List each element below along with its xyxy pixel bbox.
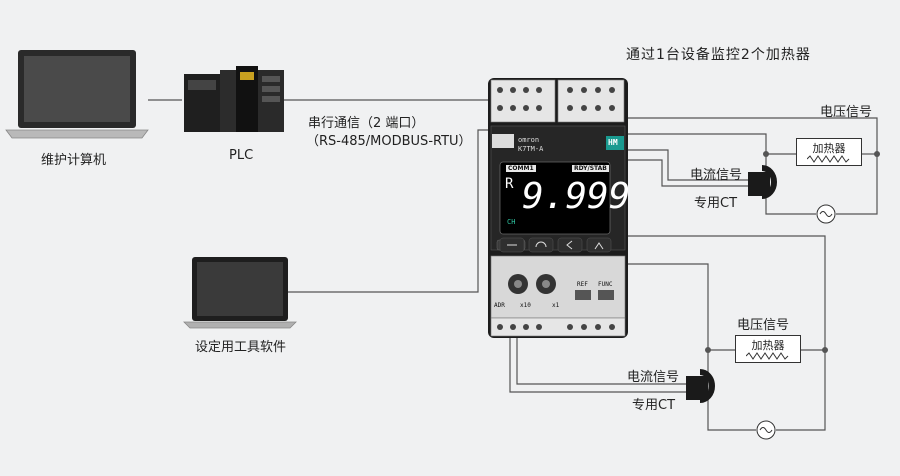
lcd-tag-rdy: RDY/STAB xyxy=(572,165,609,172)
ac-source-2-icon xyxy=(756,420,776,440)
x10-label: x10 xyxy=(520,302,531,309)
maintenance-pc-label: 维护计算机 xyxy=(41,153,107,168)
heater-1-box: 加热器 xyxy=(796,138,862,166)
k7tm-device xyxy=(488,78,628,338)
setup-pc-label: 设定用工具软件 xyxy=(195,340,287,355)
heater-1-ct-label: 专用CT xyxy=(694,196,738,211)
maintenance-pc-icon xyxy=(5,50,149,139)
heater-1-voltage-label: 电压信号 xyxy=(820,105,873,120)
device-brand: omron xyxy=(518,136,540,144)
lcd-tag-comm1: COMM1 xyxy=(506,165,536,172)
adr-label: ADR xyxy=(494,302,505,309)
ac-source-1-icon xyxy=(816,204,836,224)
ref-label: REF xyxy=(577,281,588,288)
heater-2-box: 加热器 xyxy=(735,335,801,363)
x1-label: x1 xyxy=(552,302,560,309)
heater-2-current-label: 电流信号 xyxy=(627,370,680,385)
ct-2-icon xyxy=(686,369,715,403)
lcd-value: 9.999 xyxy=(522,176,631,217)
plc-label: PLC xyxy=(229,148,254,163)
func-label: FUNC xyxy=(598,281,613,288)
heater-2-ct-label: 专用CT xyxy=(632,398,676,413)
comm-line-bottom xyxy=(288,129,490,293)
plc-icon xyxy=(184,66,284,132)
heater-2-nodes xyxy=(705,347,828,353)
heater-2-name: 加热器 xyxy=(751,339,785,352)
heater-1-current-label: 电流信号 xyxy=(690,168,743,183)
heater-1-coil-icon xyxy=(807,155,850,163)
heater-1-wiring xyxy=(628,117,878,215)
heater-1-nodes xyxy=(763,151,880,157)
diagram-title: 通过1台设备监控2个加热器 xyxy=(626,47,811,63)
heater-2-voltage-label: 电压信号 xyxy=(737,318,790,333)
lcd-ch: CH xyxy=(507,218,516,226)
heater-1-name: 加热器 xyxy=(812,142,846,155)
comm-label-line1: 串行通信（2 端口） xyxy=(308,116,425,131)
device-model: K7TM-A xyxy=(518,145,544,153)
device-badge: HM xyxy=(608,138,618,147)
setup-pc-icon xyxy=(183,257,297,329)
ct-1-icon xyxy=(748,165,777,199)
comm-label-line2: （RS-485/MODBUS-RTU） xyxy=(306,134,472,149)
lcd-prefix: R xyxy=(505,176,514,192)
heater-2-coil-icon xyxy=(746,352,789,360)
